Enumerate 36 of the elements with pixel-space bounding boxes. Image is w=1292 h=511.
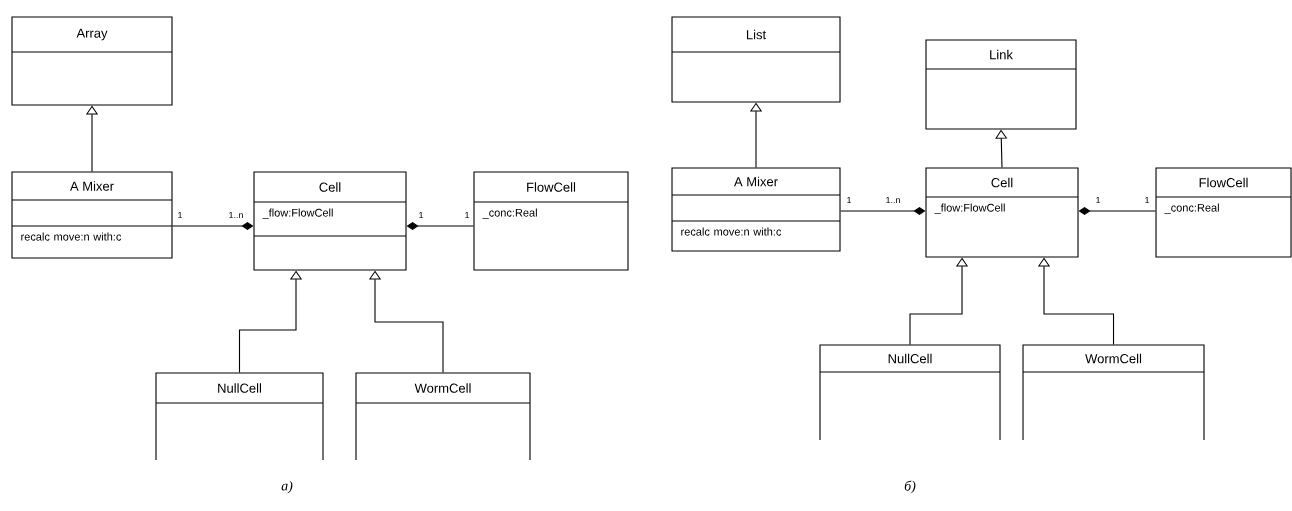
member-text: recalc move:n with:c <box>21 232 122 241</box>
association-line <box>909 257 968 345</box>
member-text: _conc:Real <box>482 208 537 219</box>
caption: б) <box>904 480 916 494</box>
member-text: _flow:FlowCell <box>262 208 333 219</box>
class-name: A Mixer <box>70 181 114 191</box>
member-text: _flow:FlowCell <box>934 203 1005 214</box>
association-line <box>1038 257 1115 345</box>
association-line <box>995 129 1007 168</box>
caption: а) <box>281 480 293 494</box>
multiplicity: 1 <box>1096 196 1101 204</box>
multiplicity: 1 <box>178 211 183 219</box>
class-name: Cell <box>319 182 341 192</box>
multiplicity: 1 <box>847 196 852 204</box>
multiplicity: 1 <box>1145 196 1150 204</box>
class-name: FlowCell <box>1199 177 1248 188</box>
association-line <box>750 102 762 168</box>
class-name: NullCell <box>888 353 932 364</box>
class-name: WormCell <box>414 383 471 393</box>
member-text: recalc move:n with:c <box>681 227 782 236</box>
multiplicity: 1..n <box>886 196 900 204</box>
class-name: A Mixer <box>734 176 778 187</box>
class-name: Array <box>76 28 108 41</box>
class-name: NullCell <box>218 383 261 393</box>
association-line <box>238 270 302 373</box>
multiplicity: 1..n <box>229 211 243 219</box>
association-line <box>369 270 444 373</box>
class-name: List <box>746 29 766 40</box>
class-name: WormCell <box>1085 353 1142 364</box>
class-name: FlowCell <box>527 182 576 192</box>
multiplicity: 1 <box>419 211 424 219</box>
member-text: _conc:Real <box>1164 203 1219 214</box>
multiplicity: 1 <box>465 211 470 219</box>
class-name: Link <box>990 49 1013 60</box>
class-name: Cell <box>991 177 1013 188</box>
association-line <box>86 105 98 172</box>
